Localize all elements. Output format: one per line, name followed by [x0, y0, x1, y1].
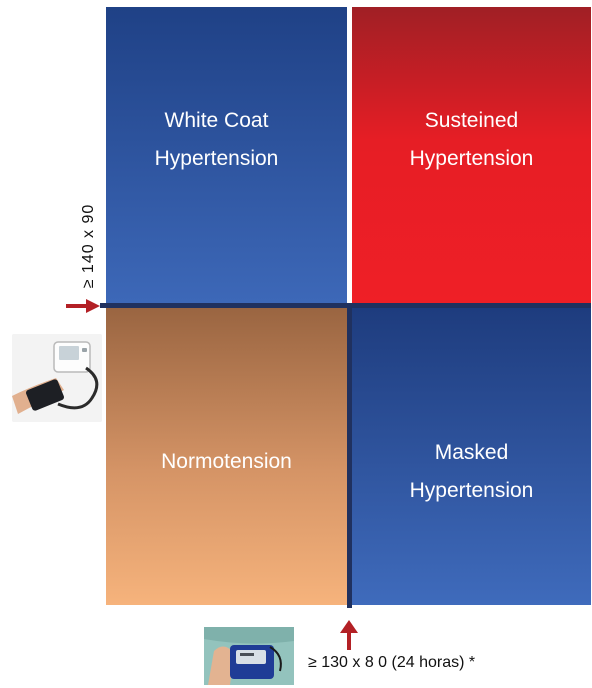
quadrant-label-line1: White Coat [164, 109, 269, 132]
quadrant-label-line1: Susteined [424, 109, 519, 132]
vertical-divider [347, 7, 352, 608]
quadrant-label: Susteined Hypertension [410, 102, 534, 178]
quadrant-label-line2: Hypertension [409, 147, 534, 170]
arm-cuff-blood-pressure-monitor-icon [12, 334, 102, 422]
vertical-divider-gap [347, 7, 352, 303]
arrow-right-icon [66, 299, 100, 313]
normotension-quadrant: Normotension [106, 308, 347, 605]
quadrant-label-line1: Normotension [161, 449, 292, 473]
abpm-threshold-label: ≥ 130 x 8 0 (24 horas) * [308, 654, 476, 671]
ambulatory-blood-pressure-monitor-icon [204, 627, 294, 685]
susteined-hypertension-quadrant: Susteined Hypertension [352, 7, 591, 303]
quadrant-label-line1: Masked [434, 440, 509, 464]
quadrant-label: White Coat Hypertension [155, 102, 279, 178]
masked-hypertension-quadrant: Masked Hypertension [352, 308, 591, 605]
quadrant-label-line2: Hypertension [409, 478, 534, 502]
quadrant-label-line2: Hypertension [154, 147, 279, 170]
white-coat-hypertension-quadrant: White Coat Hypertension [106, 7, 347, 303]
quadrant-label: Masked Hypertension [410, 434, 534, 510]
office-bp-threshold-label: ≥ 140 x 90 [80, 203, 97, 289]
arrow-up-icon [340, 620, 358, 650]
horizontal-divider [100, 303, 591, 308]
quadrant-label: Normotension [161, 443, 292, 481]
